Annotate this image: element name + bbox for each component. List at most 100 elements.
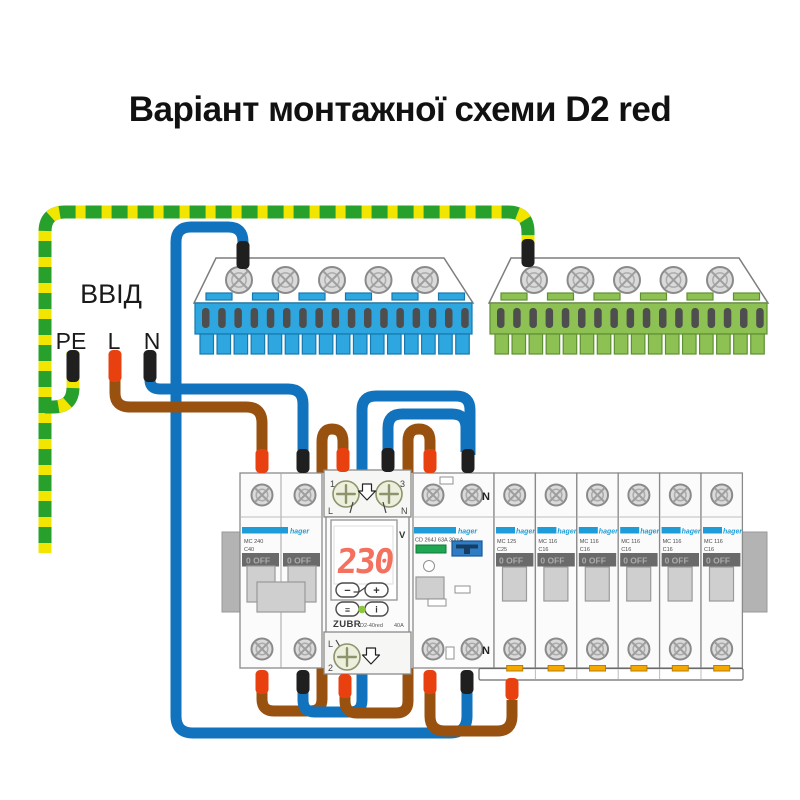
bus-tooth [318,333,334,355]
bus-tab [732,292,761,301]
bus-slot [497,308,505,328]
breaker-handle [584,566,610,602]
terminal-screw-inner [632,488,646,502]
screw-slot [425,641,441,657]
bus-tooth [630,333,646,355]
switch-window [283,553,320,567]
bus-slot [315,308,323,328]
neutral-input-wire [144,379,309,455]
terminal-3-label: N [401,506,408,516]
screw-slot [589,487,606,503]
bus-slot [642,308,651,328]
bus-tab [205,292,233,301]
screw-slot [664,270,683,290]
brand-stripe [537,527,557,534]
bus-slot [445,308,453,328]
bus-tab [500,292,528,301]
breaker-handle [543,566,569,602]
bus-tooth [438,333,453,355]
breaker-model: MC 125 [497,539,516,545]
terminal-screw-inner [255,488,269,502]
terminal-2-label: L [328,639,333,649]
screw-slot [464,487,480,503]
ferrule [423,670,437,694]
relay-model: D2-40red [360,623,383,629]
handle-step [427,598,447,607]
brand-logo: hager [290,529,310,536]
breaker-rating: C16 [538,547,548,553]
breaker-model: MC 116 [704,539,723,545]
ferrule [423,449,437,473]
comb-clip [589,665,606,672]
switch-window [620,553,658,567]
bus-slot [347,308,356,328]
brand-stripe [620,527,640,534]
live-input-wire [109,380,268,455]
display [333,525,394,585]
brand-stripe [496,527,515,534]
pe-input-ferrule [66,350,80,382]
ferrule [460,670,474,694]
bus-tooth [562,333,578,355]
breaker-rating: C16 [580,547,590,553]
bus-tooth [301,333,317,355]
bus-slot [561,308,570,328]
bus-tab [298,292,326,301]
breaker-handle [667,566,693,602]
bus-tooth [352,333,368,355]
screw-slot [276,270,295,290]
brand-stripe [703,527,722,534]
screw-slot [507,487,523,503]
bus-slot [659,308,667,328]
comb-clip [547,665,565,672]
terminal-screw-inner [715,488,729,502]
bus-slot [707,308,716,328]
terminal-screw-inner [465,488,479,502]
comb-clip [506,665,524,672]
rcd-window [423,560,435,572]
screw-slot [524,270,544,290]
bus-tooth [250,333,266,355]
screw-slot [254,487,270,503]
screw-slot [714,487,730,503]
terminal-screw-inner [370,272,387,288]
screw-slot [369,270,388,290]
bus-slot [218,308,226,328]
status-led [358,605,366,614]
ferrule [505,678,519,700]
brand-stripe [242,527,288,534]
bus-tooth [613,333,629,355]
side-notch [454,585,471,594]
terminal-screw-inner [673,488,687,502]
terminal-screw-inner [619,272,635,288]
terminal-screw-inner [324,272,340,288]
switch-state: 0 OFF [540,556,564,566]
screw-slot [617,270,637,290]
ferrule [255,670,269,694]
bus-tooth [733,333,748,355]
neutral-busbar [192,257,475,355]
handle-tie [256,581,306,613]
bus-tooth [267,333,283,355]
neutral-input-ferrule [143,350,157,382]
rcd-handle [415,576,445,600]
breaker-to-relay-live-wire [256,423,349,717]
screw-slot [548,641,564,657]
breaker-handle [708,566,735,602]
voltage-display: 230 [335,542,395,582]
bus-slot [266,308,275,328]
terminal-screw-inner [426,642,440,656]
bus-tooth [233,333,249,355]
rcd-neutral-mark-top: N [482,491,490,503]
ferrule [338,674,352,698]
brand-stripe [578,527,598,534]
relay-neutral-tap-wire [382,408,472,452]
relay-brand: ZUBR [333,619,361,630]
terminal-screw-inner [465,642,479,656]
